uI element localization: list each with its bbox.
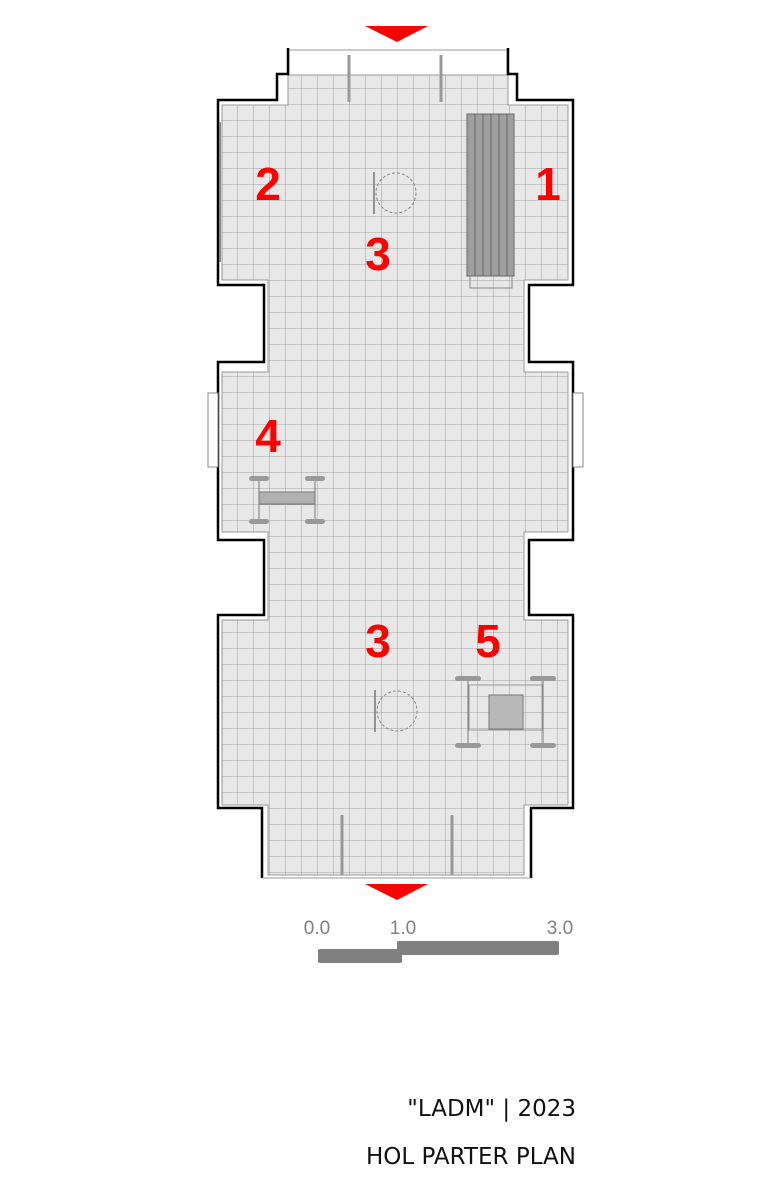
window-east bbox=[572, 392, 584, 468]
outer-wall bbox=[506, 48, 575, 878]
scale-label-1: 1.0 bbox=[390, 918, 416, 939]
scale-bar: 0.0 1.0 3.0 bbox=[304, 918, 573, 963]
caption-project: "LADM" | 2023 bbox=[407, 1096, 576, 1122]
window-west bbox=[207, 392, 219, 468]
bench bbox=[466, 113, 515, 289]
zone-label-2: 2 bbox=[255, 158, 281, 210]
table-east bbox=[455, 676, 556, 748]
caption-plan-title: HOL PARTER PLAN bbox=[366, 1144, 576, 1170]
zone-label-5: 5 bbox=[475, 615, 501, 667]
north-vestibule bbox=[288, 49, 508, 76]
round-element-south bbox=[374, 690, 418, 732]
zone-label-4: 4 bbox=[255, 410, 281, 462]
zone-label-3-north: 3 bbox=[365, 228, 391, 280]
scale-label-3: 3.0 bbox=[547, 918, 573, 939]
entrance-south-arrow-icon bbox=[365, 884, 428, 900]
zone-label-3-south: 3 bbox=[365, 615, 391, 667]
outer-wall bbox=[216, 48, 290, 878]
entrance-north-arrow-icon bbox=[365, 26, 428, 42]
round-element-north bbox=[373, 172, 417, 214]
zone-label-1: 1 bbox=[535, 158, 561, 210]
scale-label-0: 0.0 bbox=[304, 918, 330, 939]
table-west bbox=[249, 476, 325, 524]
